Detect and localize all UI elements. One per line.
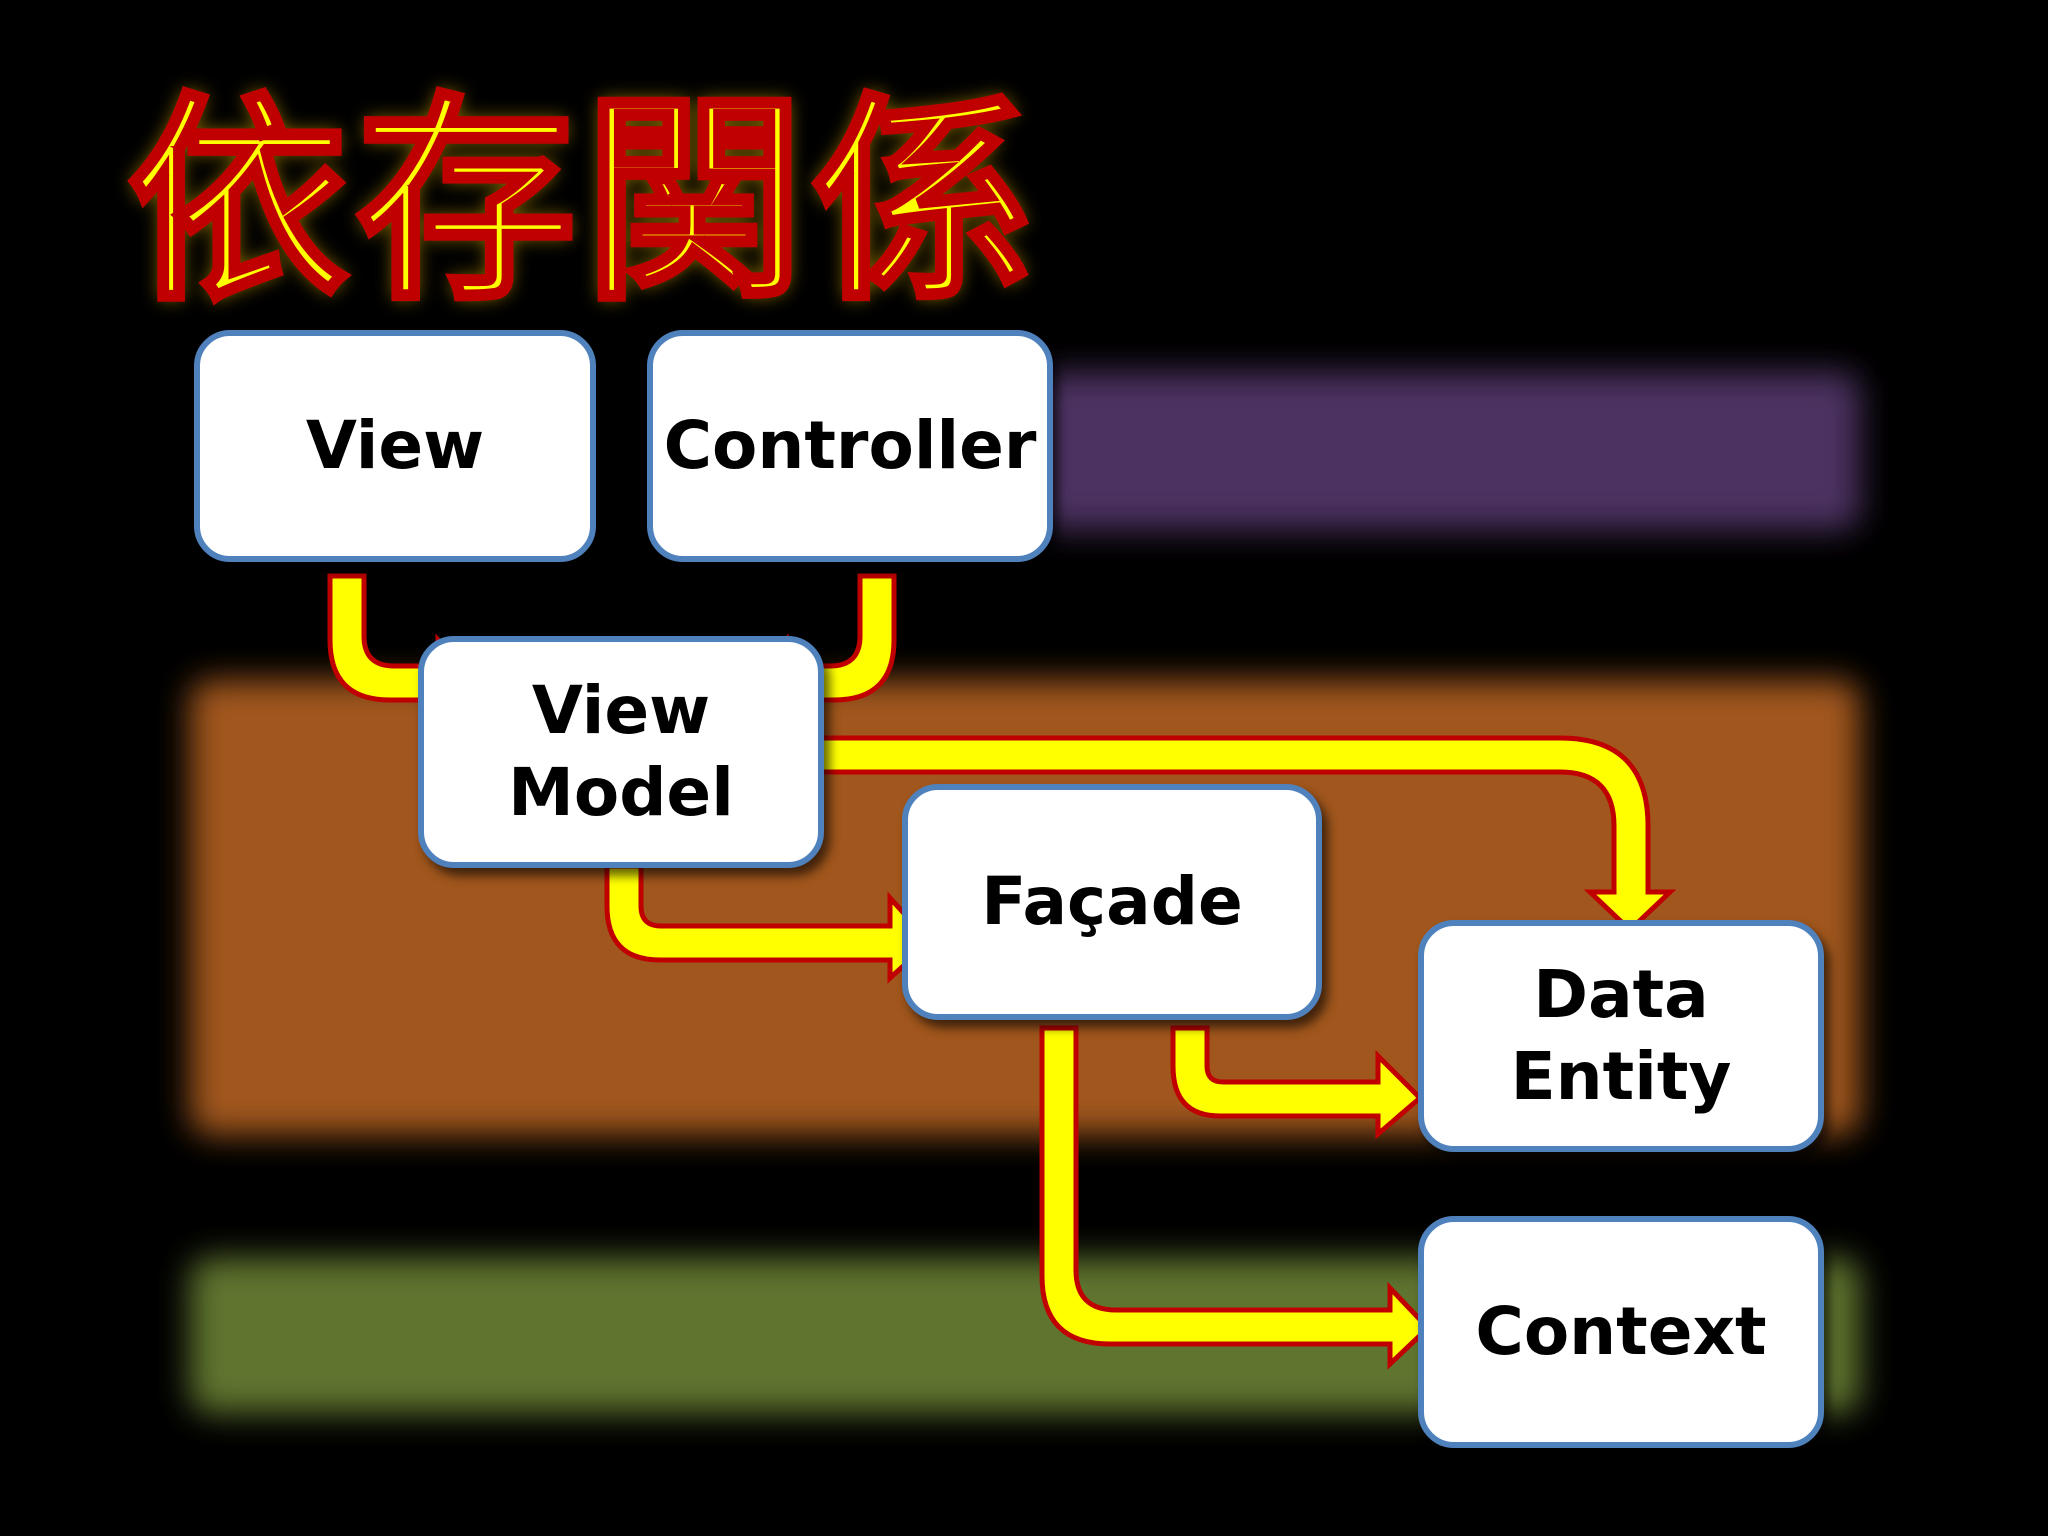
arrow-viewmodel-to-dataentity	[812, 735, 1677, 934]
layer-band-top	[1030, 372, 1860, 530]
arrow-facade-to-context	[1039, 1025, 1432, 1370]
context-box: Context	[1418, 1216, 1824, 1448]
controller-box: Controller	[647, 330, 1053, 562]
view-model-label: View Model	[508, 672, 734, 831]
view-box: View	[194, 330, 596, 562]
slide-title: 依存関係	[125, 72, 1041, 333]
arrow-facade-to-dataentity	[1170, 1025, 1424, 1140]
facade-label: Façade	[981, 863, 1243, 940]
controller-label: Controller	[663, 407, 1037, 484]
data-entity-box: Data Entity	[1418, 920, 1824, 1152]
context-label: Context	[1475, 1293, 1767, 1370]
view-model-box: View Model	[418, 636, 824, 868]
data-entity-label: Data Entity	[1510, 956, 1732, 1115]
facade-box: Façade	[902, 784, 1322, 1020]
view-label: View	[305, 407, 485, 484]
